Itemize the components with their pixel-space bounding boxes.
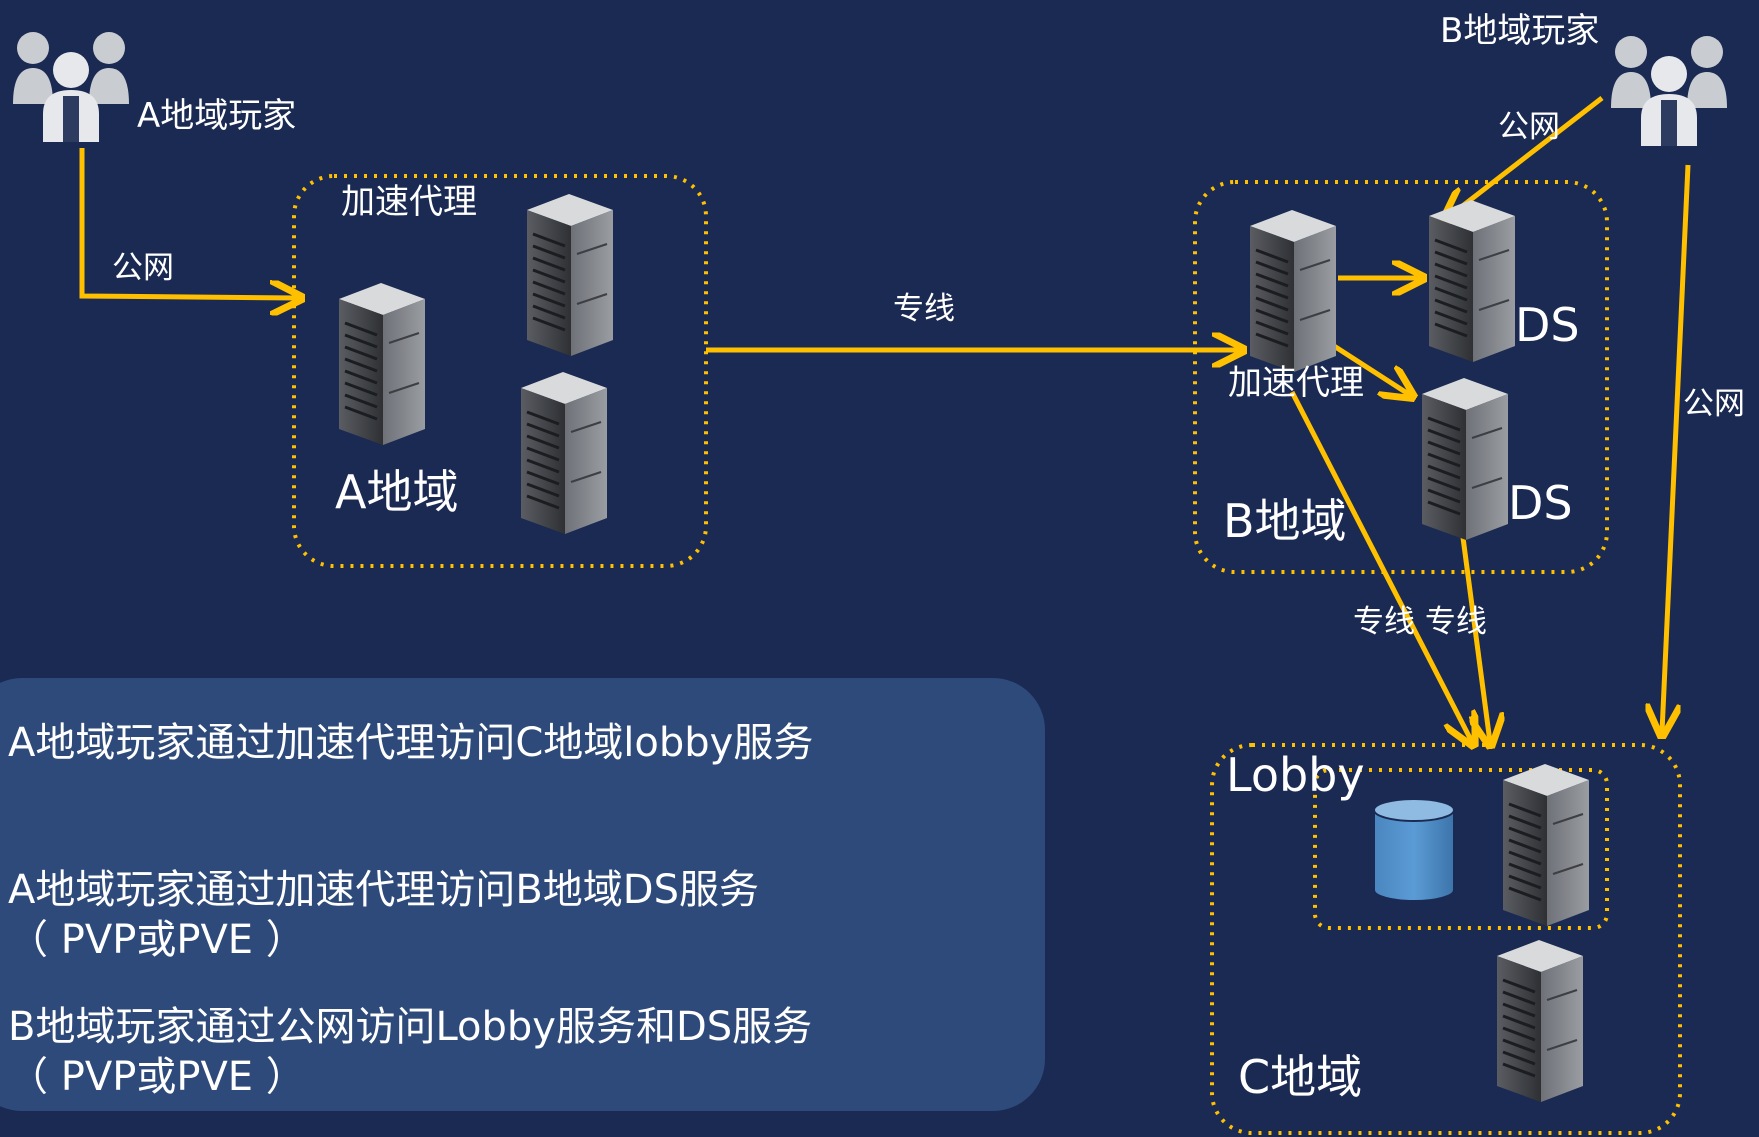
leased-line-ab-label: 专线 <box>893 291 955 327</box>
arrow-ds2-to-lobby <box>1459 529 1490 742</box>
server-icon <box>1420 376 1510 542</box>
ds2-label: DS <box>1508 476 1573 530</box>
note-line-3: （ PVP或PVE ） <box>8 917 306 963</box>
server-icon <box>1248 208 1338 374</box>
arrow-b-public-to-lobby <box>1662 164 1691 732</box>
region-c-label: C地域 <box>1238 1050 1363 1104</box>
users-icon <box>13 32 129 142</box>
region-a-label: A地域 <box>335 465 459 519</box>
a-players-label: A地域玩家 <box>137 96 297 136</box>
public-net-a-label: 公网 <box>112 250 174 286</box>
note-line-4: B地域玩家通过公网访问Lobby服务和DS服务 <box>8 1004 813 1050</box>
proxy-b-label: 加速代理 <box>1228 363 1364 403</box>
region-b-label: B地域 <box>1223 494 1347 548</box>
b-players-label: B地域玩家 <box>1440 11 1600 51</box>
server-icon <box>1495 938 1585 1104</box>
arrow-b-public-to-ds1 <box>1447 96 1604 218</box>
server-icon <box>525 192 615 358</box>
database-icon <box>1373 798 1455 902</box>
leased-line-bc-label: 专线 专线 <box>1353 604 1487 640</box>
note-line-2: A地域玩家通过加速代理访问B地域DS服务 <box>8 867 759 913</box>
arrow-a-public-to-proxy <box>79 148 298 298</box>
arrow-proxy-to-ds2 <box>1332 343 1410 395</box>
note-line-5: （ PVP或PVE ） <box>8 1054 306 1100</box>
public-net-b1-label: 公网 <box>1498 109 1560 145</box>
server-icon <box>519 370 609 536</box>
proxy-a-label: 加速代理 <box>341 182 477 222</box>
server-icon <box>1427 198 1517 364</box>
note-line-1: A地域玩家通过加速代理访问C地域lobby服务 <box>8 720 814 766</box>
users-icon <box>1611 36 1727 146</box>
arrow-proxy-to-lobby <box>1289 390 1472 742</box>
notes-panel <box>0 678 1045 1111</box>
ds1-label: DS <box>1515 298 1580 352</box>
server-icon <box>1501 762 1591 928</box>
server-icon <box>337 281 427 447</box>
public-net-b2-label: 公网 <box>1683 386 1745 422</box>
lobby-label: Lobby <box>1226 748 1365 802</box>
lobby-box <box>1313 768 1609 930</box>
